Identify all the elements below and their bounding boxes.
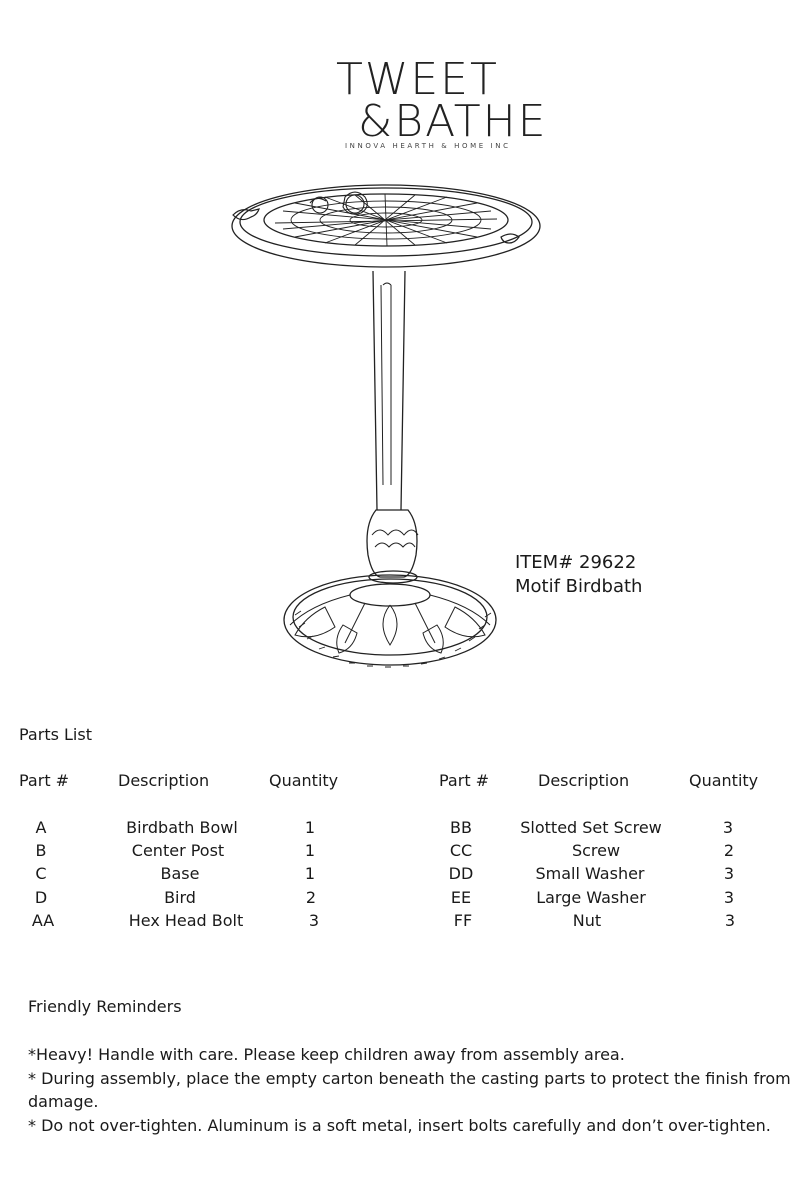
- table-row-left-description: Hex Head Bolt: [128, 911, 244, 930]
- reminder-item: * During assembly, place the empty carto…: [28, 1068, 791, 1112]
- table-row-left-description: Base: [160, 864, 200, 883]
- table-row-left-part: A: [35, 818, 47, 837]
- table-row-right-quantity: 3: [723, 864, 735, 883]
- header-description-left: Description: [118, 771, 210, 790]
- table-row-right-description: Nut: [572, 911, 602, 930]
- brand-logo-line2: &BATHE: [358, 96, 548, 147]
- table-row-right-quantity: 3: [722, 818, 734, 837]
- table-row-left-part: D: [34, 888, 48, 907]
- header-quantity-left: Quantity: [269, 771, 339, 790]
- item-label: ITEM# 29622 Motif Birdbath: [515, 551, 642, 599]
- header-part-left: Part #: [19, 771, 70, 790]
- birdbath-illustration: [231, 184, 541, 668]
- brand-logo-line1: TWEET: [336, 54, 499, 105]
- reminder-item: *Heavy! Handle with care. Please keep ch…: [28, 1045, 625, 1064]
- table-row-left-quantity: 3: [308, 911, 320, 930]
- brand-logo: TWEET &BATHE INNOVA HEARTH & HOME INC: [336, 54, 546, 156]
- table-row-left-quantity: 1: [304, 841, 316, 860]
- reminder-item: * Do not over-tighten. Aluminum is a sof…: [28, 1115, 771, 1135]
- table-row-left-quantity: 2: [305, 888, 317, 907]
- table-row-right-quantity: 3: [723, 888, 735, 907]
- table-row-left-part: C: [35, 864, 47, 883]
- table-row-right-part: FF: [453, 911, 473, 930]
- table-row-right-description: Large Washer: [536, 888, 646, 907]
- item-name: Motif Birdbath: [515, 576, 643, 597]
- item-number: ITEM# 29622: [515, 552, 637, 573]
- brand-tagline: INNOVA HEARTH & HOME INC: [345, 142, 511, 150]
- table-row-right-part: DD: [448, 864, 474, 883]
- parts-list-title: Parts List: [19, 725, 92, 744]
- header-quantity-right: Quantity: [689, 771, 759, 790]
- table-row-right-part: EE: [450, 888, 472, 907]
- table-row-left-quantity: 1: [304, 818, 316, 837]
- table-row-left-quantity: 1: [304, 864, 316, 883]
- header-description-right: Description: [538, 771, 630, 790]
- table-row-right-description: Screw: [571, 841, 621, 860]
- header-part-right: Part #: [439, 771, 490, 790]
- table-row-left-part: B: [35, 841, 47, 860]
- table-row-right-description: Slotted Set Screw: [520, 818, 662, 837]
- table-row-right-quantity: 3: [724, 911, 736, 930]
- table-row-right-description: Small Washer: [535, 864, 645, 883]
- reminders-title: Friendly Reminders: [28, 997, 182, 1016]
- reminders-list: *Heavy! Handle with care. Please keep ch…: [28, 1043, 800, 1137]
- table-row-left-description: Center Post: [131, 841, 225, 860]
- table-row-right-part: CC: [449, 841, 473, 860]
- table-row-left-description: Bird: [164, 888, 196, 907]
- table-row-right-part: BB: [450, 818, 472, 837]
- table-row-left-part: AA: [31, 911, 55, 930]
- table-row-left-description: Birdbath Bowl: [126, 818, 238, 837]
- table-row-right-quantity: 2: [723, 841, 735, 860]
